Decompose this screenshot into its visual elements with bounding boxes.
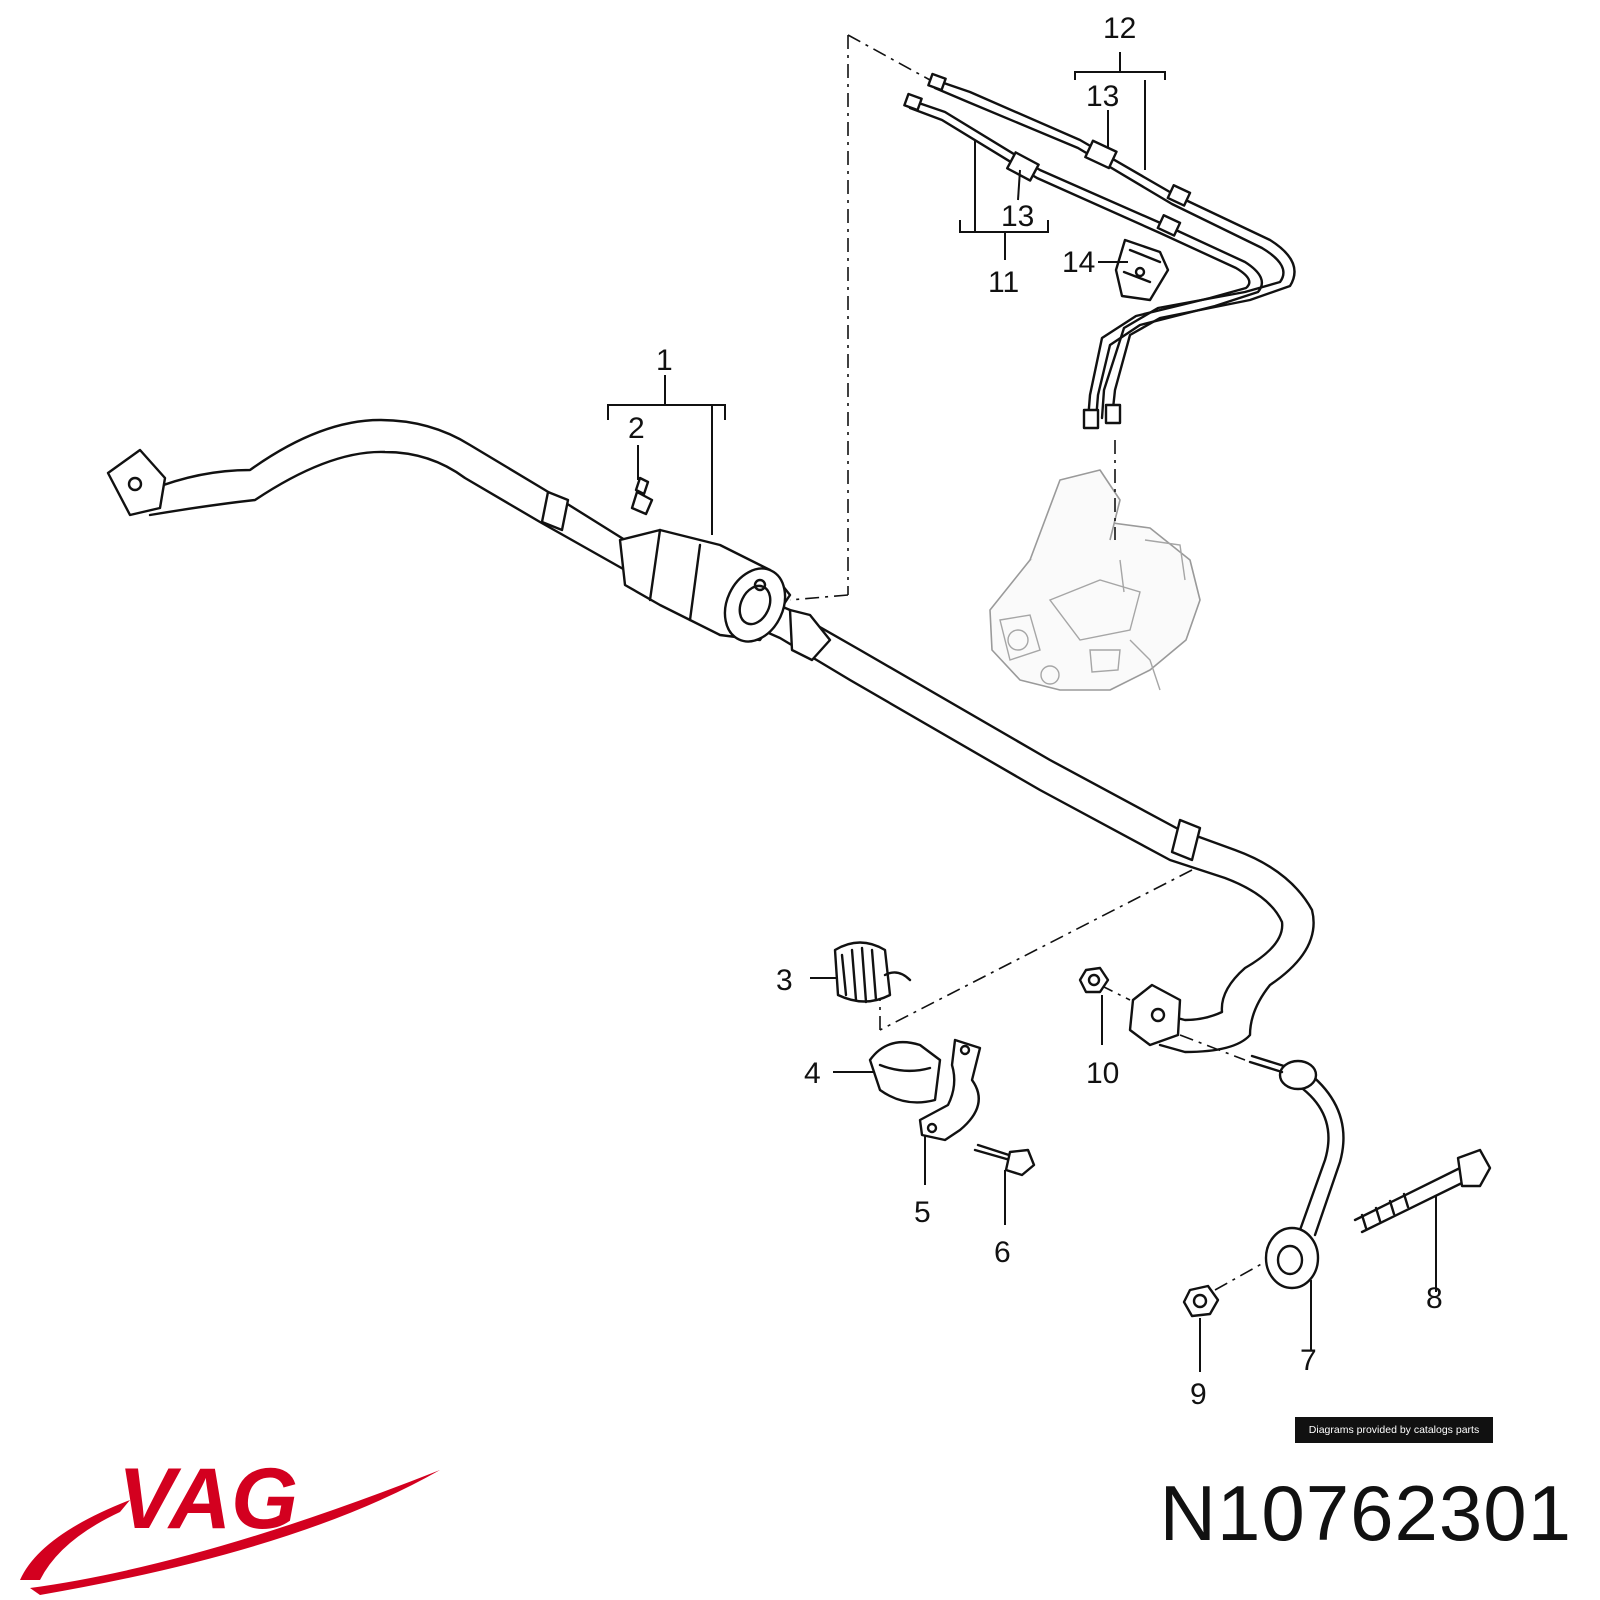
nut-9 (1182, 1284, 1220, 1318)
drop-link-7 (1248, 1054, 1345, 1290)
alignment-lines (789, 34, 1266, 1291)
brand-wordmark: VAG (118, 1451, 298, 1547)
callout-4: 4 (804, 1057, 821, 1090)
callout-1: 1 (656, 344, 673, 377)
bushing-4 (868, 1040, 942, 1104)
clamp-bracket-5 (918, 1038, 982, 1142)
callout-5: 5 (914, 1196, 931, 1229)
callout-11: 11 (988, 266, 1019, 299)
part-number: N10762301 (1159, 1469, 1572, 1557)
callout-10: 10 (1086, 1057, 1119, 1090)
line-clip-14 (1114, 238, 1170, 302)
callout-13a: 13 (1086, 80, 1119, 113)
callout-9: 9 (1190, 1378, 1207, 1411)
stabilizer-actuator (618, 528, 832, 662)
vag-logo: VAG (20, 1451, 440, 1595)
hydraulic-unit-ghost (989, 469, 1201, 691)
callout-12: 12 (1103, 12, 1136, 45)
callout-3: 3 (776, 964, 793, 997)
callout-2: 2 (628, 412, 645, 445)
hydraulic-lines (903, 72, 1296, 430)
diagram-credit: Diagrams provided by catalogs parts (1295, 1417, 1493, 1443)
callout-labels: 1 2 3 4 5 6 7 8 9 10 11 12 13 13 14 (628, 12, 1443, 1411)
bolt-8 (1353, 1148, 1492, 1234)
leader-lines (607, 52, 1437, 1372)
stabilizer-bar (106, 418, 1315, 1054)
bolt-6 (973, 1143, 1036, 1177)
nut-10 (1078, 966, 1110, 994)
bleeder-valve-2 (630, 476, 654, 516)
callout-13b: 13 (1001, 200, 1034, 233)
callout-8: 8 (1426, 1282, 1443, 1315)
bushing-3 (833, 941, 912, 1004)
logo-swoosh-lower (30, 1470, 440, 1595)
callout-6: 6 (994, 1236, 1011, 1269)
logo-swoosh (20, 1500, 130, 1580)
callout-14: 14 (1062, 246, 1095, 279)
callout-7: 7 (1300, 1344, 1317, 1377)
